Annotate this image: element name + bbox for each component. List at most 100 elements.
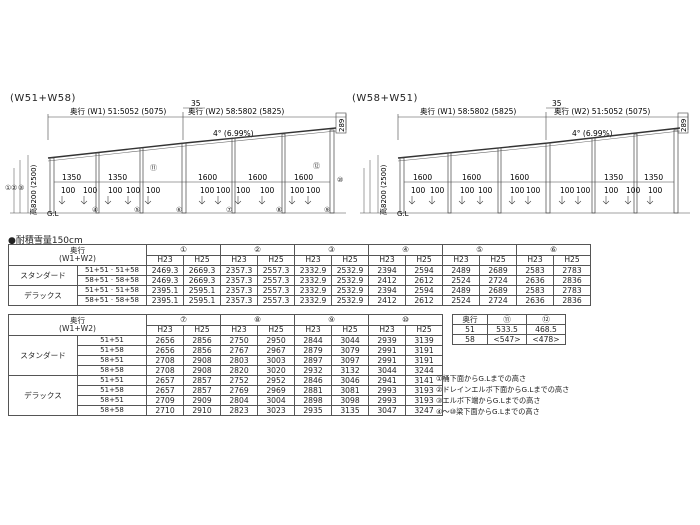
value-cell: 3098: [331, 395, 369, 406]
value-cell: 3004: [257, 395, 295, 406]
row-key-cell: 51+51 · 51+58: [77, 285, 147, 296]
value-cell: 2583: [516, 265, 554, 276]
note-item: ①桶下面からG.Lまでの高さ: [436, 374, 527, 383]
diagram-right-title: (W58+W51): [352, 93, 418, 104]
value-cell: 2395.1: [146, 285, 184, 296]
value-cell: 2803: [220, 355, 258, 366]
post-width-label: 100: [478, 186, 493, 195]
value-cell: 3191: [405, 355, 443, 366]
value-cell: 2612: [405, 295, 443, 306]
table3-value: 533.5: [487, 324, 527, 335]
depth-w1-label: 奥行 (W1) 58:5802 (5825): [420, 106, 516, 116]
value-cell: 2689: [479, 265, 517, 276]
table3-value: <547>: [487, 334, 527, 345]
value-cell: 2879: [294, 345, 332, 356]
span-label: 1600: [248, 173, 267, 182]
value-cell: 2939: [368, 335, 406, 346]
table3-value: <478>: [526, 334, 566, 345]
value-cell: 2724: [479, 275, 517, 286]
value-cell: 2844: [294, 335, 332, 346]
row-key-cell: 51+51: [77, 375, 147, 386]
sub-header: H25: [479, 254, 517, 266]
value-cell: 2932: [294, 365, 332, 376]
value-cell: 2910: [183, 405, 221, 416]
table3-value: 468.5: [526, 324, 566, 335]
row-key-cell: 58+51: [77, 355, 147, 366]
height-289-label: 289: [338, 119, 346, 132]
column-group-header: ⑩: [368, 314, 443, 326]
circle-label: ⑩: [337, 176, 343, 184]
value-cell: 3139: [405, 335, 443, 346]
value-cell: 2836: [553, 275, 591, 286]
sub-header: H23: [294, 254, 332, 266]
value-cell: 2357.3: [220, 265, 258, 276]
post-width-label: 100: [411, 186, 426, 195]
value-cell: 2846: [294, 375, 332, 386]
span-label: 1600: [510, 173, 529, 182]
sub-header: H25: [405, 324, 443, 336]
value-cell: 2557.3: [257, 295, 295, 306]
post-width-label: 100: [83, 186, 98, 195]
post-width-label: 100: [510, 186, 525, 195]
diagram-left: 奥行 (W1) 51:5052 (5075) 奥行 (W2) 58:5802 (…: [5, 100, 347, 218]
value-cell: 2394: [368, 285, 406, 296]
value-cell: 2769: [220, 385, 258, 396]
value-cell: 2857: [183, 375, 221, 386]
value-cell: 2469.3: [146, 275, 184, 286]
value-cell: 2636: [516, 295, 554, 306]
row-key-cell: 58+58: [77, 405, 147, 416]
value-cell: 3044: [331, 335, 369, 346]
value-cell: 2532.9: [331, 295, 369, 306]
value-cell: 2489: [442, 285, 480, 296]
sub-header: H23: [368, 254, 406, 266]
note-item: ③エルボ下端からG.Lまでの高さ: [436, 396, 541, 405]
depth-w1-label: 奥行 (W1) 51:5052 (5075): [70, 106, 166, 116]
value-cell: 2967: [257, 345, 295, 356]
row-key-cell: 58+51: [77, 395, 147, 406]
circle-label: ⑨: [324, 206, 330, 214]
column-group-header: ③: [294, 244, 369, 256]
value-cell: 3097: [331, 355, 369, 366]
beam-height-label: 高8200 (2500): [379, 164, 388, 215]
table-header-key: 奥行 (W1+W2): [8, 244, 147, 266]
sub-header: H25: [257, 254, 295, 266]
height-table-3: 奥行 ⑪ ⑫ 51 533.5 468.5 58 <547> <478>: [452, 314, 566, 345]
value-cell: 2469.3: [146, 265, 184, 276]
circle-label: ②: [11, 184, 17, 192]
value-cell: 3132: [331, 365, 369, 376]
value-cell: 3247: [405, 405, 443, 416]
value-cell: 2357.3: [220, 285, 258, 296]
note-item: ②ドレインエルボ下面からG.Lまでの高さ: [436, 385, 570, 394]
span-label: 1600: [462, 173, 481, 182]
depth-w2-label: 奥行 (W2) 51:5052 (5075): [554, 106, 650, 116]
value-cell: 2612: [405, 275, 443, 286]
sub-header: H23: [516, 254, 554, 266]
column-group-header: ⑧: [220, 314, 295, 326]
table3-header: ⑫: [526, 314, 566, 325]
value-cell: 2357.3: [220, 295, 258, 306]
value-cell: 3046: [331, 375, 369, 386]
row-key-cell: 58+51 · 58+58: [77, 275, 147, 286]
value-cell: 2823: [220, 405, 258, 416]
value-cell: 2595.1: [183, 285, 221, 296]
column-group-header: ④: [368, 244, 443, 256]
post-width-label: 100: [648, 186, 663, 195]
value-cell: 2412: [368, 295, 406, 306]
circle-label: ①: [5, 184, 11, 192]
span-label: 1600: [413, 173, 432, 182]
sub-header: H25: [183, 324, 221, 336]
value-cell: 2595.1: [183, 295, 221, 306]
value-cell: 2969: [257, 385, 295, 396]
value-cell: 2557.3: [257, 275, 295, 286]
value-cell: 2594: [405, 285, 443, 296]
roof-line: [397, 127, 681, 159]
value-cell: 3081: [331, 385, 369, 396]
row-key-cell: 51+58: [77, 385, 147, 396]
slope-label: 4° (6.99%): [213, 129, 254, 138]
circle-label: ⑥: [176, 206, 182, 214]
value-cell: 3044: [368, 365, 406, 376]
